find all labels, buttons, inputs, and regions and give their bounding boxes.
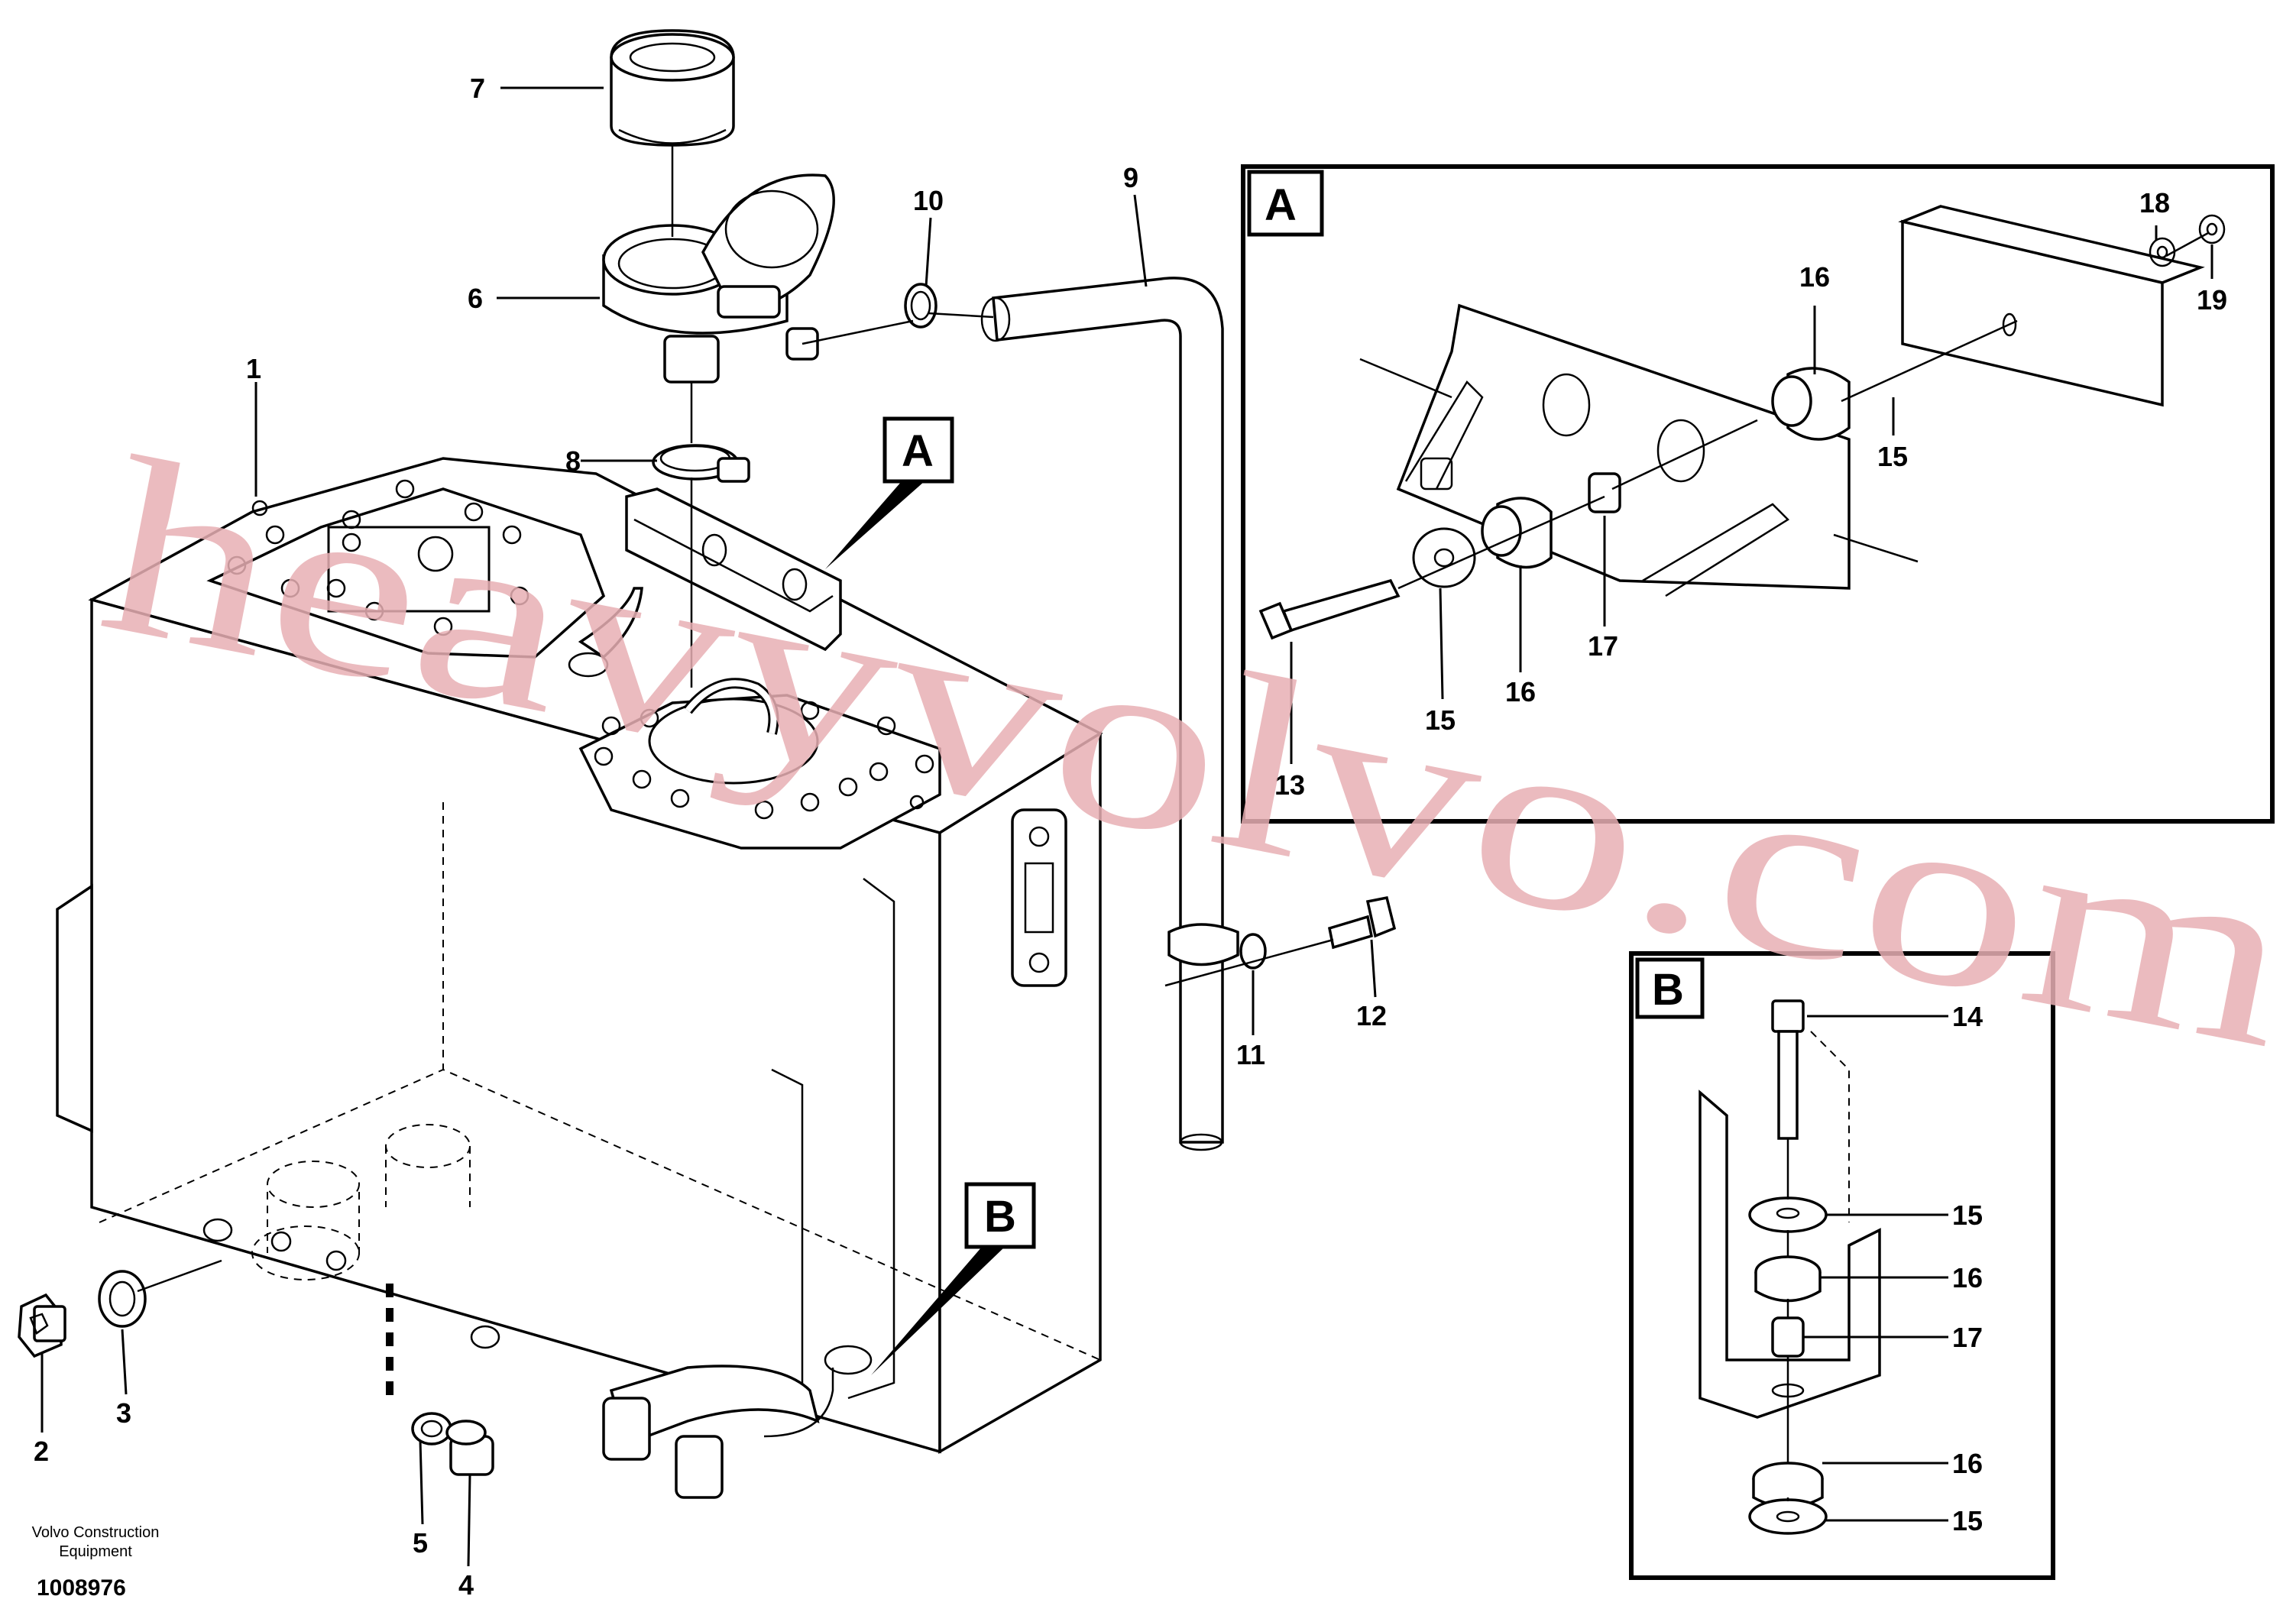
callout-b-14: 14: [1952, 1001, 1983, 1032]
detail-a-title: A: [1265, 180, 1297, 230]
bolt-12: [1327, 895, 1397, 950]
detail-marker-a-label: A: [902, 426, 934, 476]
callout-b-15-lower: 15: [1952, 1505, 1983, 1536]
callout-b-15-upper: 15: [1952, 1200, 1983, 1231]
callout-5: 5: [413, 1527, 428, 1559]
drawing-number: 1008976: [37, 1575, 126, 1601]
detail-marker-a: [825, 416, 954, 569]
company-line-2: Equipment: [59, 1543, 132, 1560]
washer-5: [411, 1412, 452, 1446]
hose-clamp-8: [652, 444, 750, 483]
detail-b-title: B: [1652, 965, 1684, 1015]
detail-b-panel: [1629, 951, 2055, 1580]
breather-hose-9: [980, 277, 1224, 1151]
callout-2: 2: [34, 1436, 49, 1467]
leader-lines: [40, 86, 2213, 1567]
callout-a-17: 17: [1588, 630, 1618, 662]
washer-3: [98, 1270, 147, 1328]
callout-9: 9: [1123, 162, 1138, 193]
callout-3: 3: [116, 1397, 131, 1429]
callout-10: 10: [913, 185, 944, 216]
callout-b-16-lower: 16: [1952, 1448, 1983, 1479]
callout-11: 11: [1236, 1039, 1265, 1070]
breather-cap-7: [610, 29, 735, 147]
callout-8: 8: [565, 445, 581, 477]
callout-b-16-upper: 16: [1952, 1262, 1983, 1293]
hydraulic-tank: [56, 457, 1103, 1499]
callout-a-13: 13: [1274, 769, 1305, 801]
detail-a-panel: [1241, 164, 2275, 824]
callout-a-15-right: 15: [1877, 441, 1908, 472]
hose-clamp-10: [904, 283, 938, 329]
callout-a-16-left: 16: [1505, 676, 1536, 707]
callout-b-17: 17: [1952, 1322, 1983, 1353]
callout-1: 1: [246, 353, 261, 384]
callout-7: 7: [470, 73, 485, 104]
callout-12: 12: [1356, 1000, 1387, 1031]
callout-a-19: 19: [2197, 284, 2227, 316]
filler-neck-6: [602, 173, 835, 384]
callout-6: 6: [468, 283, 483, 314]
detail-marker-b: [871, 1182, 1036, 1375]
callout-a-16-right: 16: [1799, 261, 1830, 293]
detail-marker-b-label: B: [984, 1192, 1016, 1242]
footer: Volvo Construction Equipment 1008976: [32, 1524, 160, 1601]
callout-4: 4: [458, 1569, 474, 1601]
callout-a-15-left: 15: [1425, 704, 1456, 736]
drain-plug-4: [445, 1420, 494, 1476]
company-line-1: Volvo Construction: [32, 1524, 160, 1541]
drain-plug-2: [18, 1293, 66, 1358]
callout-labels: 7 6 8 1 10 9 2 3 5 4 11 12 A B A 13 15 1…: [34, 73, 2227, 1601]
callout-a-18: 18: [2139, 187, 2170, 219]
